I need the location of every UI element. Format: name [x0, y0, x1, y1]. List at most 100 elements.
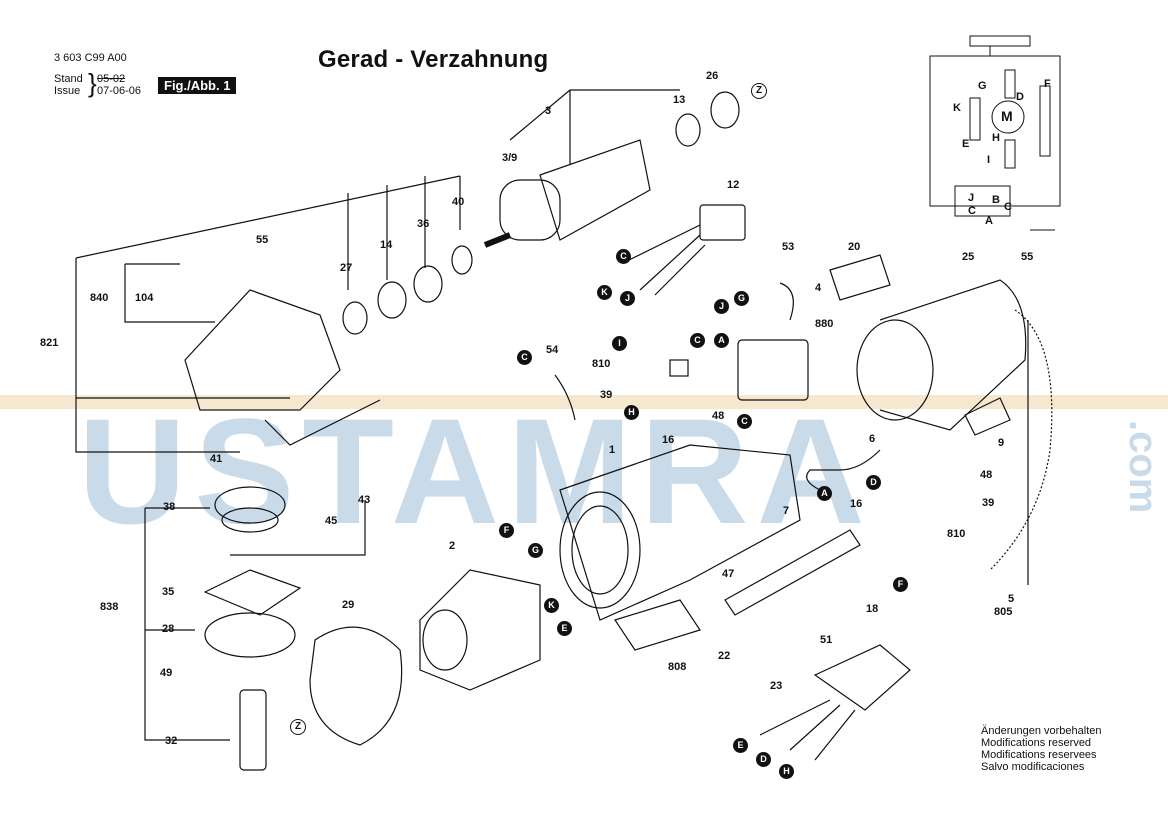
- doc-number: 3 603 C99 A00: [54, 52, 127, 64]
- schematic-d-label: D: [1016, 91, 1024, 103]
- schematic-h-label: H: [992, 132, 1000, 144]
- part-840-label: 840: [90, 292, 109, 304]
- part-39b-label: 39: [982, 497, 995, 509]
- part-810b-label: 810: [947, 528, 966, 540]
- part-48-label: 48: [712, 410, 725, 422]
- connector-z1: Z: [751, 83, 767, 99]
- connector-a1: A: [714, 333, 729, 348]
- part-4-label: 4: [815, 282, 822, 294]
- part-43-label: 43: [358, 494, 371, 506]
- schematic-i-label: I: [987, 154, 991, 166]
- part-838-label: 838: [100, 601, 119, 613]
- connector-c3: C: [690, 333, 705, 348]
- part-104-label: 104: [135, 292, 154, 304]
- connector-e1: E: [557, 621, 572, 636]
- stand-label: Stand: [54, 73, 83, 85]
- issue-date: 07-06-06: [97, 85, 142, 97]
- part-1-label: 1: [609, 444, 616, 456]
- part-22-label: 22: [718, 650, 731, 662]
- part-55-label: 55: [256, 234, 269, 246]
- connector-d2: D: [756, 752, 771, 767]
- part-14-label: 14: [380, 239, 393, 251]
- part-26-label: 26: [706, 70, 719, 82]
- connector-k2: K: [544, 598, 559, 613]
- part-9-label: 9: [998, 437, 1005, 449]
- part-25-label: 25: [962, 251, 975, 263]
- connector-k1: K: [597, 285, 612, 300]
- stand-date: 05-02: [97, 73, 126, 85]
- schematic-motor-label: M: [1001, 108, 1013, 124]
- part-810-label: 810: [592, 358, 611, 370]
- part-40-label: 40: [452, 196, 465, 208]
- part-36-label: 36: [417, 218, 430, 230]
- part-48b-label: 48: [980, 469, 993, 481]
- connector-f1: F: [499, 523, 514, 538]
- part-47-label: 47: [722, 568, 735, 580]
- connector-c4: C: [737, 414, 752, 429]
- schematic-g-label: G: [978, 80, 987, 92]
- note-en: Modifications reserved: [981, 737, 1092, 749]
- note-es: Salvo modificaciones: [981, 761, 1085, 773]
- connector-z2: Z: [290, 719, 306, 735]
- connector-c2: C: [517, 350, 532, 365]
- part-45-label: 45: [325, 515, 338, 527]
- part-13-label: 13: [673, 94, 686, 106]
- connector-d1: D: [866, 475, 881, 490]
- part-41-label: 41: [210, 453, 223, 465]
- modification-notes: Änderungen vorbehalten Modifications res…: [981, 725, 1101, 773]
- note-de: Änderungen vorbehalten: [981, 725, 1102, 737]
- connector-g1: G: [734, 291, 749, 306]
- schematic-e-label: E: [962, 138, 970, 150]
- part-808-label: 808: [668, 661, 687, 673]
- part-6-label: 6: [869, 433, 876, 445]
- schematic-k-label: K: [953, 102, 961, 114]
- part-29-label: 29: [342, 599, 355, 611]
- part-32-label: 32: [165, 735, 178, 747]
- connector-i1: I: [612, 336, 627, 351]
- fig-label: Fig./Abb. 1: [158, 77, 237, 94]
- part-51-label: 51: [820, 634, 833, 646]
- connector-h1: H: [624, 405, 639, 420]
- part-39-label: 39: [600, 389, 613, 401]
- part-16-label: 16: [662, 434, 675, 446]
- connector-e2: E: [733, 738, 748, 753]
- part-3-9-label: 3/9: [502, 152, 518, 164]
- part-55b-label: 55: [1021, 251, 1034, 263]
- part-18-label: 18: [866, 603, 879, 615]
- watermark-text: USTAMRA: [78, 387, 873, 555]
- part-53-label: 53: [782, 241, 795, 253]
- schematic-f-label: F: [1044, 78, 1051, 90]
- part-3-label: 3: [545, 105, 552, 117]
- part-20-label: 20: [848, 241, 861, 253]
- part-5-label: 5: [1008, 593, 1015, 605]
- part-38-label: 38: [163, 501, 176, 513]
- part-35-label: 35: [162, 586, 175, 598]
- connector-j2: J: [714, 299, 729, 314]
- part-880-label: 880: [815, 318, 834, 330]
- part-805-label: 805: [994, 606, 1013, 618]
- part-28-label: 28: [162, 623, 175, 635]
- issue-label: Issue: [54, 85, 81, 97]
- connector-c1: C: [616, 249, 631, 264]
- connector-j1: J: [620, 291, 635, 306]
- part-27-label: 27: [340, 262, 353, 274]
- watermark-band: [0, 395, 1168, 409]
- part-49-label: 49: [160, 667, 173, 679]
- part-12-label: 12: [727, 179, 740, 191]
- part-7-label: 7: [783, 505, 790, 517]
- part-54-label: 54: [546, 344, 559, 356]
- part-16b-label: 16: [850, 498, 863, 510]
- connector-a2: A: [817, 486, 832, 501]
- connector-f2: F: [893, 577, 908, 592]
- connector-g2: G: [528, 543, 543, 558]
- connector-h2: H: [779, 764, 794, 779]
- watermark-suffix: .com: [1121, 420, 1165, 514]
- brace: }: [88, 68, 97, 98]
- part-2-label: 2: [449, 540, 456, 552]
- schematic-j-label: J: [968, 192, 975, 204]
- schematic-b-label: B: [992, 194, 1000, 206]
- schematic-c2-label: C: [1004, 201, 1012, 213]
- schematic-c-label: C: [968, 205, 976, 217]
- part-821-label: 821: [40, 337, 59, 349]
